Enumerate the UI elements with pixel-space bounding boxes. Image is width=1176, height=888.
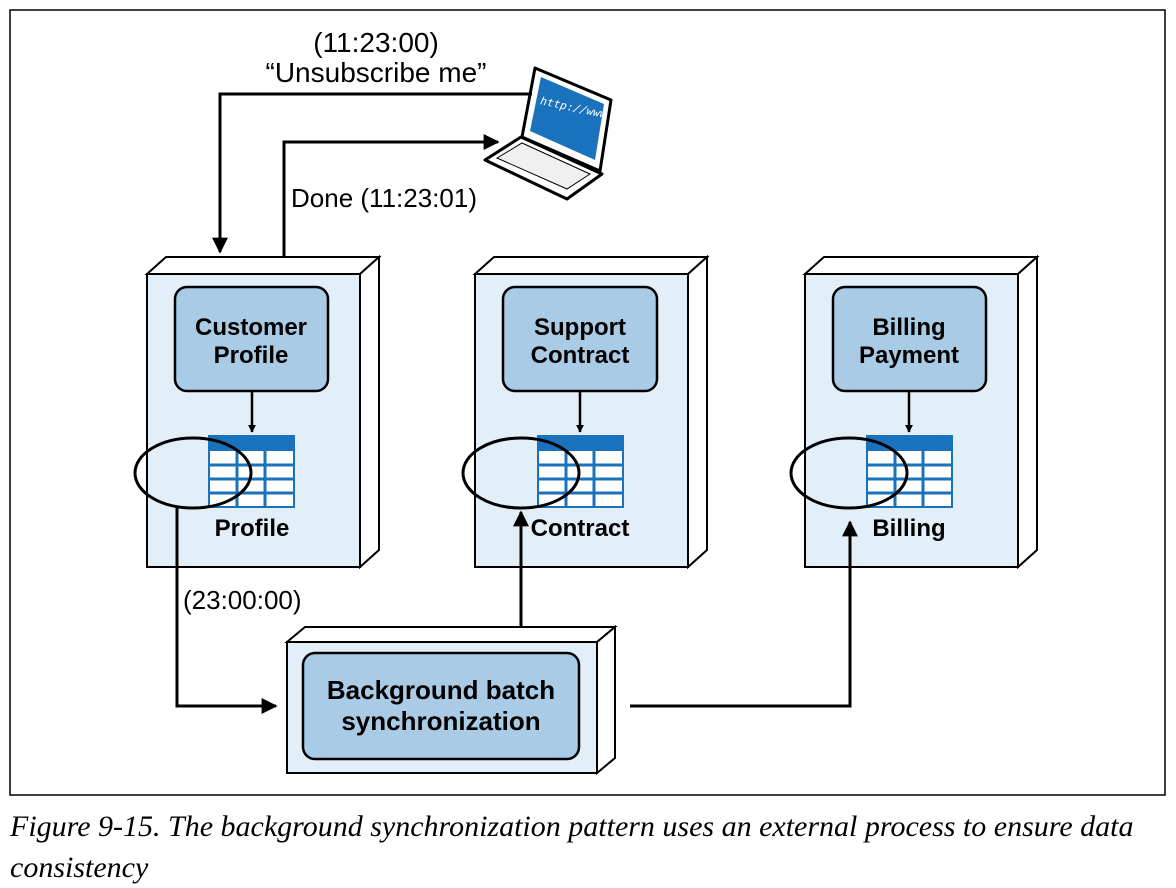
profile-to-batch-arrow	[175, 508, 278, 714]
batch-label-line1: Background batch	[327, 675, 555, 705]
support-contract-service-box	[501, 285, 659, 393]
table-label: Contract	[531, 515, 630, 542]
table-label: Profile	[215, 515, 290, 542]
service-container-billing-payment: Billing Payment Billing	[789, 254, 1040, 570]
service-name-line2: Payment	[859, 342, 959, 369]
batch-time-label: (23:00:00)	[183, 585, 302, 615]
service-name-line1: Customer	[195, 314, 307, 341]
response-arrow	[282, 134, 500, 257]
batch-label-line2: synchronization	[341, 706, 540, 736]
service-container-support-contract: Support Contract Contract	[461, 254, 710, 570]
request-text-label: “Unsubscribe me”	[266, 57, 487, 88]
table-label: Billing	[872, 515, 945, 542]
laptop-icon: http://www	[483, 66, 613, 201]
service-name-line1: Billing	[872, 314, 945, 341]
contract-table-icon	[537, 435, 624, 508]
data-sync-ellipse-profile	[133, 436, 253, 510]
billing-payment-service-box	[831, 285, 988, 393]
sync-diagram: Customer Profile Profile Support Contrac…	[9, 9, 1166, 796]
data-sync-ellipse-billing	[789, 436, 909, 510]
response-label: Done (11:23:01)	[291, 183, 477, 213]
service-container-customer-profile: Customer Profile Profile	[133, 254, 382, 570]
batch-sync-process-box	[301, 651, 581, 761]
billing-table-icon	[866, 435, 953, 508]
service-name-line1: Support	[534, 314, 626, 341]
figure-caption: Figure 9-15. The background synchronizat…	[10, 806, 1170, 888]
service-name-line2: Profile	[214, 342, 289, 369]
caption-text: The background synchronization pattern u…	[10, 810, 1134, 884]
request-arrow	[212, 92, 532, 254]
customer-profile-service-box	[173, 285, 330, 393]
batch-to-billing-arrow	[630, 520, 858, 708]
batch-sync-container: Background batch synchronization	[284, 624, 618, 776]
data-sync-ellipse-contract	[461, 436, 581, 510]
service-name-line2: Contract	[531, 342, 630, 369]
request-time-label: (11:23:00)	[313, 27, 439, 58]
figure-number: Figure 9-15.	[10, 810, 161, 843]
